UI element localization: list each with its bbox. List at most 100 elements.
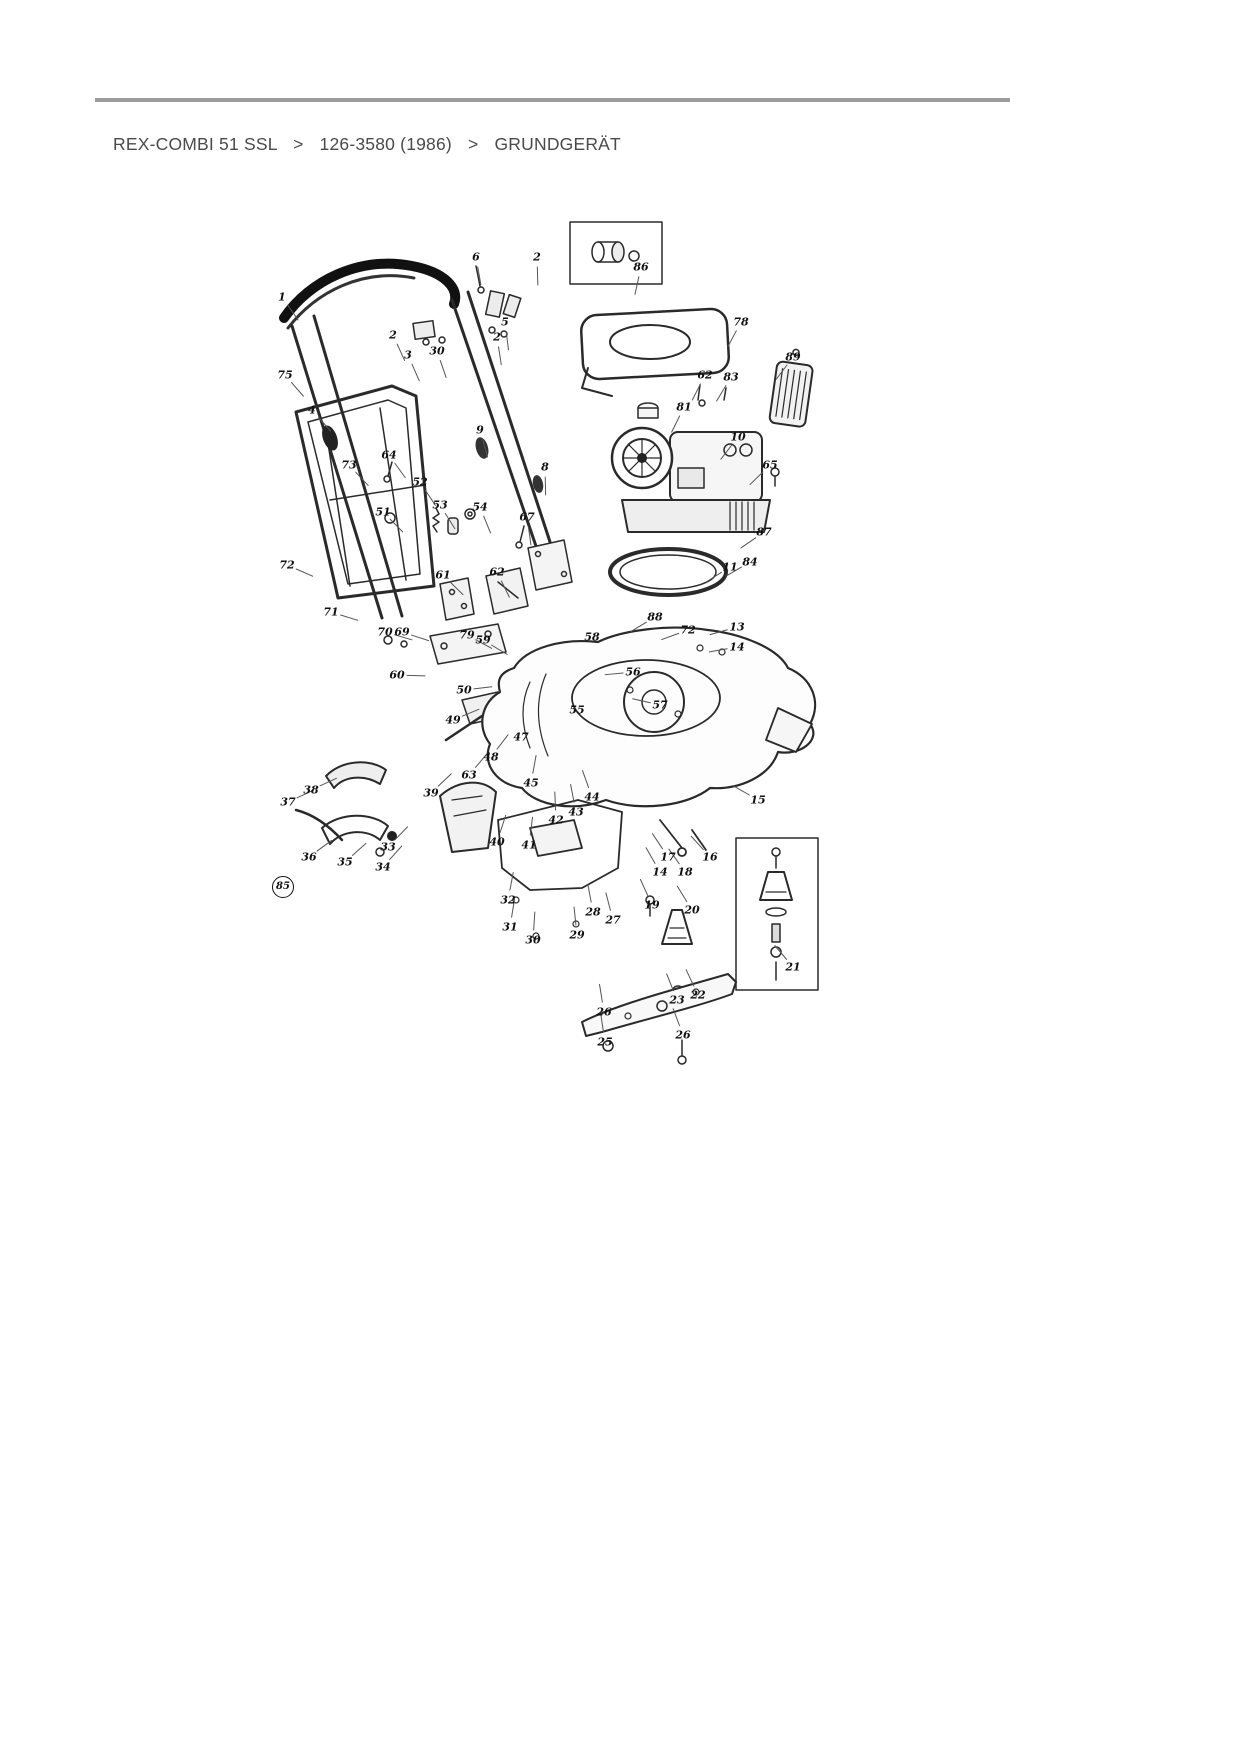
inset-box-21: [735, 837, 819, 991]
part-number-label: 65: [762, 458, 778, 472]
part-number-label: 29: [569, 928, 585, 942]
muffler-grille: [768, 348, 814, 428]
part-number-label: 81: [676, 400, 692, 414]
part-number-label: 48: [483, 750, 499, 764]
exploded-view-drawing: [279, 221, 819, 1065]
part-number-label: 13: [729, 620, 745, 634]
part-number-label: 86: [633, 260, 649, 274]
mower-deck: [481, 626, 817, 808]
part-number-label: 23: [669, 993, 685, 1007]
part-number-label: 85: [272, 876, 294, 898]
part-number-label: 2: [389, 328, 397, 342]
part-number-label: 8: [541, 460, 549, 474]
part-number-label: 64: [381, 448, 397, 462]
height-adjuster: [659, 819, 707, 857]
part-number-label: 62: [697, 368, 713, 382]
part-number-label: 39: [423, 786, 439, 800]
part-number-label: 22: [690, 988, 706, 1002]
part-number-label: 52: [412, 475, 428, 489]
rear-guard: [497, 799, 623, 940]
engine-cowl: [579, 307, 731, 397]
breadcrumb-segment-article[interactable]: 126-3580 (1986): [319, 134, 452, 154]
handle-tubes: [290, 290, 554, 620]
part-number-label: 28: [585, 905, 601, 919]
part-number-label: 42: [548, 813, 564, 827]
part-number-label: 15: [750, 793, 766, 807]
breadcrumb-separator: >: [293, 134, 304, 154]
part-number-label: 44: [584, 790, 600, 804]
side-shield: [439, 781, 497, 853]
part-number-label: 37: [280, 795, 296, 809]
grassbag-frame: [294, 384, 436, 600]
part-number-label: 19: [644, 898, 660, 912]
part-number-label: 14: [729, 640, 745, 654]
part-number-label: 6: [472, 250, 480, 264]
breadcrumb-segment-model[interactable]: REX-COMBI 51 SSL: [113, 134, 277, 154]
part-number-label: 63: [461, 768, 477, 782]
front-deflector: [294, 761, 397, 857]
part-number-label: 32: [500, 893, 516, 907]
part-number-label: 38: [303, 783, 319, 797]
part-number-label: 51: [375, 505, 391, 519]
breadcrumb: REX-COMBI 51 SSL > 126-3580 (1986) > GRU…: [113, 134, 621, 155]
part-number-label: 72: [680, 623, 696, 637]
part-number-label: 30: [429, 344, 445, 358]
part-number-label: 20: [684, 903, 700, 917]
part-number-label: 75: [277, 368, 293, 382]
part-number-label: 60: [389, 668, 405, 682]
handle-clamps: [383, 265, 544, 493]
part-number-label: 26: [596, 1005, 612, 1019]
part-number-label: 27: [605, 913, 621, 927]
part-number-label: 21: [785, 960, 801, 974]
part-number-label: 79: [459, 628, 475, 642]
part-number-label: 26: [675, 1028, 691, 1042]
part-number-label: 10: [730, 430, 746, 444]
blade-assembly: [581, 895, 737, 1065]
part-number-label: 25: [597, 1035, 613, 1049]
part-number-label: 71: [323, 605, 339, 619]
part-number-label: 16: [702, 850, 718, 864]
part-number-label: 50: [456, 683, 472, 697]
part-number-label: 35: [337, 855, 353, 869]
part-number-label: 53: [432, 498, 448, 512]
part-number-label: 49: [445, 713, 461, 727]
part-number-label: 18: [677, 865, 693, 879]
part-number-label: 55: [569, 703, 585, 717]
part-number-label: 70: [377, 625, 393, 639]
engine: [610, 384, 780, 533]
part-number-label: 36: [301, 850, 317, 864]
breadcrumb-segment-section[interactable]: GRUNDGERÄT: [494, 134, 621, 154]
inset-box-86: [569, 221, 663, 285]
part-number-label: 30: [525, 933, 541, 947]
part-number-label: 78: [733, 315, 749, 329]
part-number-label: 45: [523, 776, 539, 790]
part-number-label: 33: [380, 840, 396, 854]
upper-handle: [279, 258, 461, 330]
part-number-label: 58: [584, 630, 600, 644]
part-number-label: 83: [723, 370, 739, 384]
part-number-label: 59: [475, 633, 491, 647]
part-number-label: 54: [472, 500, 488, 514]
gasket-ring: [608, 547, 728, 597]
part-number-label: 57: [652, 698, 668, 712]
part-number-label: 34: [375, 860, 391, 874]
part-number-label: 73: [341, 458, 357, 472]
part-number-label: 41: [521, 838, 537, 852]
part-number-label: 2: [493, 330, 501, 344]
part-number-label: 5: [501, 315, 509, 329]
part-number-label: 72: [279, 558, 295, 572]
part-number-label: 3: [404, 348, 412, 362]
part-number-label: 47: [513, 730, 529, 744]
part-number-label: 88: [647, 610, 663, 624]
part-number-label: 56: [625, 665, 641, 679]
part-number-label: 9: [476, 423, 484, 437]
breadcrumb-separator: >: [468, 134, 479, 154]
part-number-label: 87: [756, 525, 772, 539]
part-number-label: 17: [660, 850, 676, 864]
part-number-label: 67: [519, 510, 535, 524]
part-number-label: 62: [489, 565, 505, 579]
part-number-label: 11: [722, 560, 738, 574]
part-number-label: 31: [502, 920, 518, 934]
part-number-label: 43: [568, 805, 584, 819]
